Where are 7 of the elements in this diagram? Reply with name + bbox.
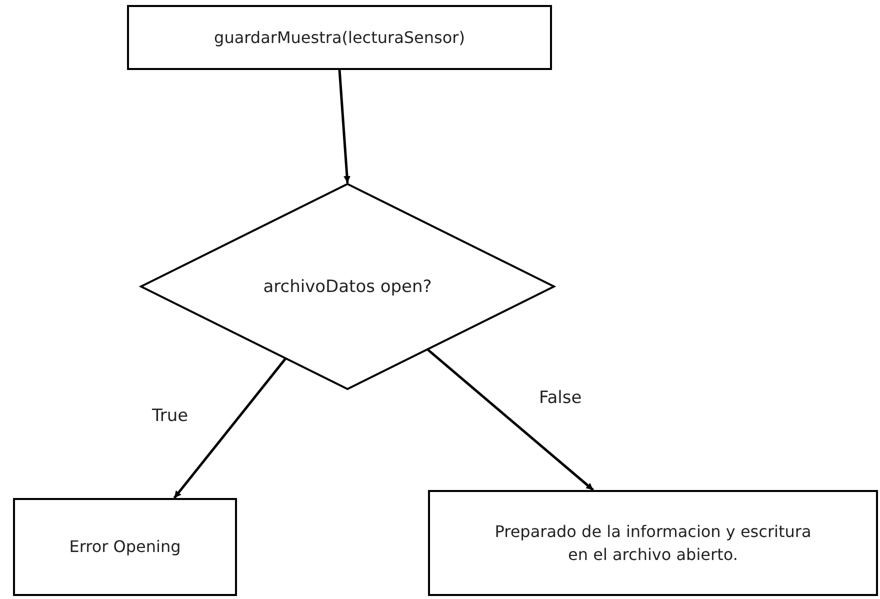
process-box: Preparado de la informacion y escritura en el archivo abierto. (428, 490, 878, 596)
process-box: Error Opening (13, 498, 237, 596)
process-box: guardarMuestra(lecturaSensor) (127, 5, 552, 70)
arrow (173, 358, 286, 499)
node-text: archivoDatos open? (263, 276, 432, 296)
arrow (338, 70, 350, 184)
arrow (427, 348, 594, 491)
